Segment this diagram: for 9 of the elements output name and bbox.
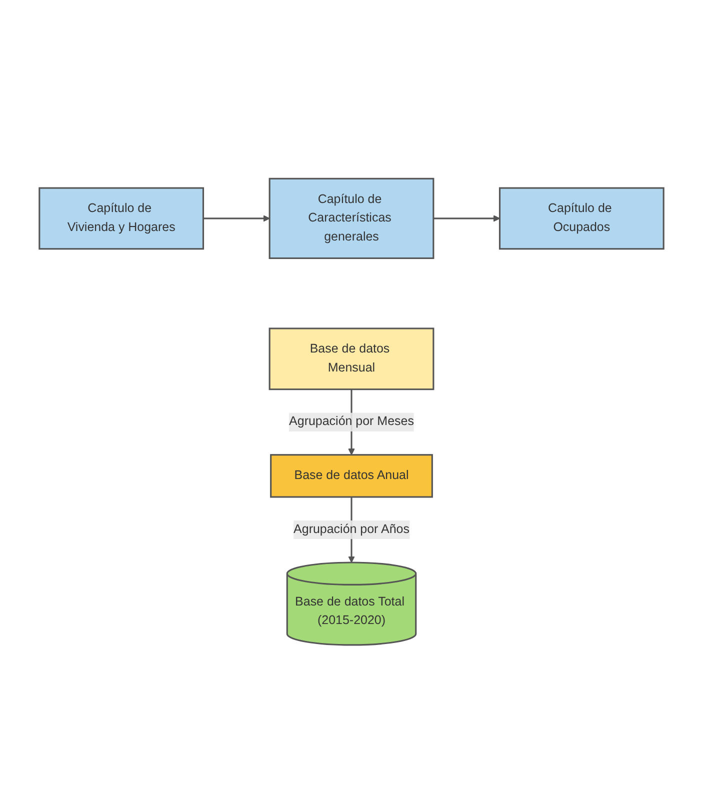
node-box: Capítulo de Vivienda y Hogares (38, 188, 204, 250)
node-box: Capítulo de Ocupados (498, 188, 664, 250)
arrow (433, 215, 500, 222)
edge-label: Agrupación por Meses (289, 415, 414, 429)
node-box: Base de datos Mensual (268, 328, 434, 390)
node-box: Capítulo de Características generales (268, 178, 434, 260)
node-box: Base de datos Anual (270, 454, 433, 498)
edge-label: Agrupación por Años (294, 523, 410, 536)
arrow (203, 215, 270, 222)
